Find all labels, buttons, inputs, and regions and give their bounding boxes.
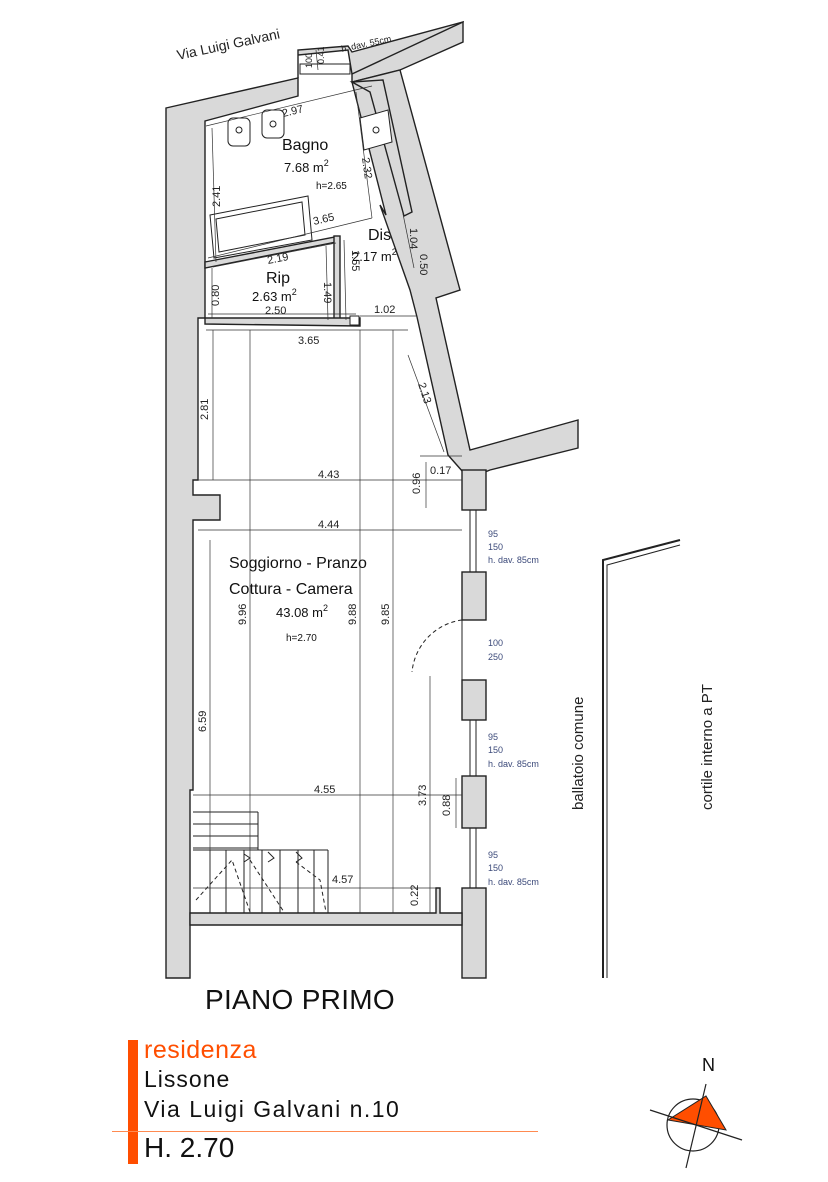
- compass-north-label: N: [702, 1055, 715, 1075]
- dim-9-85: 9.85: [380, 604, 392, 625]
- partition-rip: [204, 317, 361, 327]
- dim-0-17: 0.17: [430, 465, 451, 477]
- dim-4-57: 4.57: [332, 874, 353, 886]
- north-wall-main: [351, 20, 464, 83]
- dim-3-73: 3.73: [417, 785, 429, 806]
- room-bagno-area: 7.68 m2: [284, 158, 329, 175]
- compass-rose-icon: [649, 1083, 743, 1169]
- dimension-labels: 2.97 2.32 2.41 3.65 2.19 0.80 2.50 1.49 …: [197, 46, 453, 906]
- dim-0-80: 0.80: [210, 285, 222, 306]
- column-stub: [349, 315, 360, 326]
- east-pier-2: [461, 571, 487, 621]
- dim-1-55: 1.55: [349, 250, 361, 271]
- east-pier-4: [461, 775, 487, 829]
- room-bagno-name: Bagno: [282, 137, 328, 154]
- room-rip-name: Rip: [266, 270, 290, 287]
- dim-2-13: 2.13: [415, 381, 433, 405]
- dim-0-41: 0.41: [316, 46, 326, 64]
- dim-4-44: 4.44: [318, 519, 339, 531]
- dim-0-22: 0.22: [409, 885, 421, 906]
- west-wall: [165, 77, 299, 979]
- dim-0-50: 0.50: [417, 254, 429, 275]
- east-pier-1: [461, 469, 487, 511]
- east-wall-inner: [349, 79, 413, 218]
- dim-2-19: 2.19: [266, 251, 289, 267]
- floor-title: PIANO PRIMO: [205, 984, 395, 1015]
- dim-0-96: 0.96: [411, 473, 423, 494]
- street-label: Via Luigi Galvani: [175, 25, 281, 62]
- dim-2-41: 2.41: [211, 186, 223, 207]
- east-pier-5: [461, 887, 487, 979]
- room-soggiorno-area: 43.08 m2: [276, 603, 328, 620]
- bathtub: [209, 195, 313, 259]
- city-name: Lissone: [144, 1066, 231, 1092]
- door-height: 250: [488, 652, 503, 662]
- exterior-lines: [602, 539, 681, 978]
- fixtures: [193, 63, 463, 913]
- door-width: 100: [488, 638, 503, 648]
- room-soggiorno-line2: Cottura - Camera: [229, 581, 353, 598]
- w2-width: 95: [488, 732, 498, 742]
- dim-9-88: 9.88: [347, 604, 359, 625]
- brand-name: residenza: [144, 1036, 257, 1064]
- dim-6-59: 6.59: [197, 711, 209, 732]
- w1-height: 150: [488, 542, 503, 552]
- dim-100-top: 100: [304, 53, 314, 68]
- dim-4-43: 4.43: [318, 469, 339, 481]
- dim-2-81: 2.81: [199, 399, 211, 420]
- cortile-label: cortile interno a PT: [699, 684, 716, 810]
- ballatoio-line: [602, 539, 681, 978]
- title-rule: [112, 1131, 538, 1132]
- room-dis-area: 2.17 m2: [352, 247, 397, 264]
- dim-3-65-a: 3.65: [312, 211, 336, 228]
- sink: [359, 109, 393, 151]
- w2-sill: h. dav. 85cm: [488, 759, 539, 769]
- dim-4-55: 4.55: [314, 784, 335, 796]
- dim-0-88: 0.88: [441, 795, 453, 816]
- dim-9-96: 9.96: [237, 604, 249, 625]
- dim-1-49: 1.49: [321, 282, 333, 303]
- dim-1-02: 1.02: [374, 304, 395, 316]
- bidet: [261, 109, 285, 139]
- bathtub-inner: [215, 201, 306, 253]
- bidet-hole: [269, 120, 277, 128]
- sink-drain: [372, 126, 380, 134]
- room-bagno-height: h=2.65: [316, 181, 347, 192]
- partition-rip-vert: [333, 235, 341, 323]
- dim-2-50: 2.50: [265, 305, 286, 317]
- room-rip-area: 2.63 m2: [252, 287, 297, 304]
- address-line: Via Luigi Galvani n.10: [144, 1096, 401, 1122]
- south-wall: [189, 887, 463, 926]
- dim-3-65-b: 3.65: [298, 335, 319, 347]
- room-labels: Bagno 7.68 m2 h=2.65 Dis 2.17 m2 Rip 2.6…: [229, 137, 397, 644]
- dim-2-32: 2.32: [359, 157, 374, 180]
- dimension-lines: [193, 49, 462, 913]
- room-dis-name: Dis: [368, 227, 391, 244]
- dim-1-04: 1.04: [407, 228, 419, 249]
- ballatoio-line-inner: [606, 544, 681, 978]
- east-wall-upper: [351, 69, 579, 473]
- dim-2-97: 2.97: [281, 103, 305, 120]
- wc: [227, 117, 251, 147]
- w3-width: 95: [488, 850, 498, 860]
- top-window: [299, 63, 351, 75]
- east-pier-3: [461, 679, 487, 721]
- ceiling-height: H. 2.70: [144, 1132, 235, 1163]
- room-soggiorno-line1: Soggiorno - Pranzo: [229, 555, 367, 572]
- walls: [165, 20, 579, 979]
- entrance-door-swing: [411, 619, 463, 673]
- ballatoio-label: ballatoio comune: [570, 697, 587, 810]
- wc-hole: [235, 126, 243, 134]
- staircase: [193, 811, 329, 913]
- w3-height: 150: [488, 863, 503, 873]
- brand-accent-bar: [128, 1040, 138, 1164]
- w1-sill: h. dav. 85cm: [488, 555, 539, 565]
- w3-sill: h. dav. 85cm: [488, 877, 539, 887]
- w1-width: 95: [488, 529, 498, 539]
- w2-height: 150: [488, 745, 503, 755]
- room-soggiorno-height: h=2.70: [286, 633, 317, 644]
